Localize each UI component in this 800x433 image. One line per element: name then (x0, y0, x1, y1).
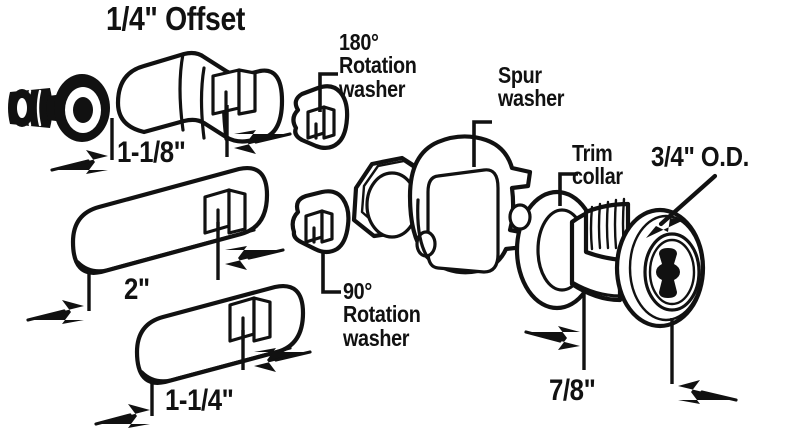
dimension-1-1-8 (50, 118, 292, 174)
leader-rotation-90 (321, 252, 341, 294)
arrow-outer-diameter (646, 173, 718, 238)
mounting-screw-part (8, 74, 110, 142)
leader-trim-collar (558, 172, 578, 206)
rotation-washer-180-part (291, 84, 350, 151)
lock-cylinder-barrel (569, 197, 631, 303)
dimension-label-7-8: 7/8" (549, 374, 596, 407)
label-90-rotation-washer: 90° Rotation washer (343, 278, 421, 351)
dimension-7-8 (524, 290, 738, 404)
dimension-2in (26, 246, 285, 324)
label-180-rotation-washer: 180° Rotation washer (339, 29, 417, 102)
label-spur-washer: Spur washer (498, 62, 565, 112)
dimension-1-1-4 (94, 348, 312, 428)
leader-rotation-180 (318, 72, 338, 112)
rotation-washer-90-part (290, 189, 351, 255)
leader-spur-washer (472, 120, 492, 167)
offset-cam-part (115, 50, 285, 157)
cam-1-1-4-part (134, 283, 306, 385)
cam-1-1-4-drive-hole (228, 296, 272, 343)
lock-cylinder-head (614, 207, 706, 329)
label-outer-diameter: 3/4" O.D. (651, 141, 749, 172)
cam-2in-drive-hole (203, 188, 247, 235)
dimension-label-1-1-4: 1-1/4" (165, 384, 234, 417)
dimension-label-2in: 2" (124, 273, 150, 306)
label-trim-collar: Trim collar (572, 140, 623, 190)
offset-cam-drive-hole (211, 68, 257, 116)
label-quarter-inch-offset: 1/4" Offset (106, 0, 246, 37)
dimension-label-1-1-8: 1-1/8" (117, 136, 186, 169)
lock-housing-part (407, 134, 533, 275)
cam-2in-part (70, 165, 270, 280)
